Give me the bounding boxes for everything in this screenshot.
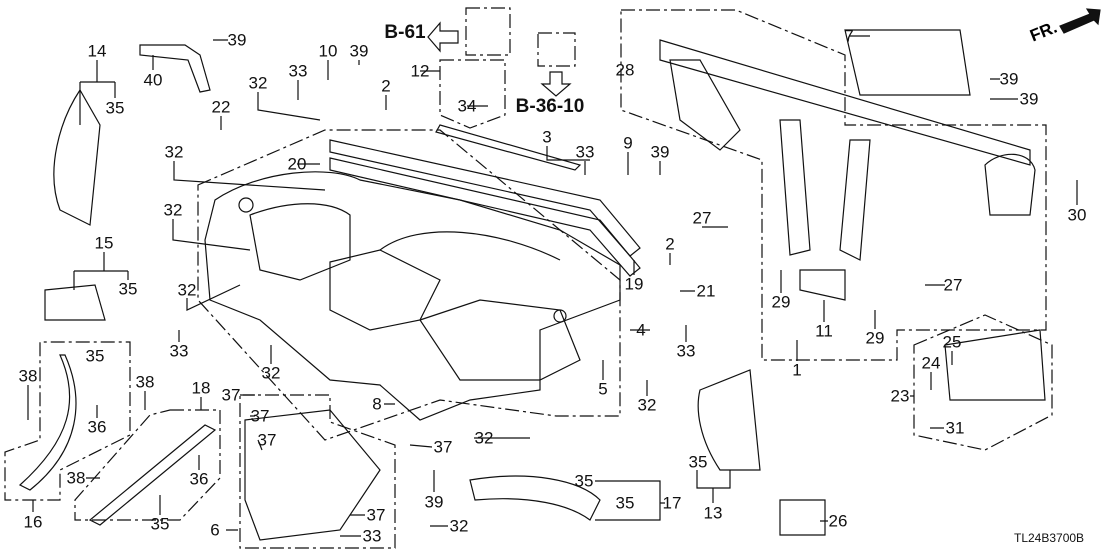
part-callout-2[interactable]: 2 [665,234,675,254]
part-callout-39[interactable]: 39 [349,41,369,61]
part-callout-19[interactable]: 19 [624,274,644,294]
front-arrow-icon [1059,8,1101,34]
part-callout-28[interactable]: 28 [615,60,635,80]
part-callout-33[interactable]: 33 [288,61,308,81]
part-callout-33[interactable]: 33 [362,526,382,546]
part-callout-37[interactable]: 37 [433,437,453,457]
part-callout-10[interactable]: 10 [318,41,338,61]
drawing-code: TL24B3700B [1014,531,1085,545]
part-callout-1[interactable]: 1 [792,360,802,380]
part-callout-18[interactable]: 18 [191,378,211,398]
part-callout-37[interactable]: 37 [250,406,270,426]
part-callout-22[interactable]: 22 [211,97,231,117]
part-callout-37[interactable]: 37 [366,505,386,525]
part-callout-12[interactable]: 12 [410,61,430,81]
part-callout-33[interactable]: 33 [575,142,595,162]
part-callout-39[interactable]: 39 [227,30,247,50]
part-callout-6[interactable]: 6 [210,520,220,540]
part-callout-3[interactable]: 3 [542,127,552,147]
part-callout-39[interactable]: 39 [1019,89,1039,109]
part-callout-32[interactable]: 32 [449,516,469,536]
part-callout-39[interactable]: 39 [424,492,444,512]
part-callout-25[interactable]: 25 [942,332,962,352]
part-callout-16[interactable]: 16 [23,512,43,532]
part-callout-40[interactable]: 40 [143,70,163,90]
part-callout-33[interactable]: 33 [169,341,189,361]
part-callout-27[interactable]: 27 [692,208,712,228]
part-callout-38[interactable]: 38 [66,468,86,488]
part-callout-32[interactable]: 32 [248,73,268,93]
leader-lines [27,35,1078,537]
part-callout-30[interactable]: 30 [1067,205,1087,225]
part-callout-32[interactable]: 32 [164,142,184,162]
part-callout-31[interactable]: 31 [945,418,965,438]
part-callout-36[interactable]: 36 [87,417,107,437]
part-callout-35[interactable]: 35 [574,471,594,491]
part-callout-32[interactable]: 32 [177,280,197,300]
part-callout-32[interactable]: 32 [261,363,281,383]
part-callout-32[interactable]: 32 [474,428,494,448]
steering-hanger-beam [659,29,1036,301]
part-callout-11[interactable]: 11 [815,321,833,341]
part-callout-32[interactable]: 32 [163,200,183,220]
part-callout-38[interactable]: 38 [18,366,38,386]
part-callout-36[interactable]: 36 [189,469,209,489]
part-callout-35[interactable]: 35 [118,279,138,299]
part-callout-14[interactable]: 14 [87,41,107,61]
part-callout-17[interactable]: 17 [662,493,682,513]
part-callout-38[interactable]: 38 [135,372,155,392]
part-callout-39[interactable]: 39 [999,69,1019,89]
part-callout-35[interactable]: 35 [150,514,170,534]
part-callout-5[interactable]: 5 [598,379,608,399]
part-callout-23[interactable]: 23 [890,386,910,406]
arrow-down-icon [540,71,572,97]
part-callout-4[interactable]: 4 [636,320,646,340]
part-callout-35[interactable]: 35 [85,346,105,366]
part-callout-37[interactable]: 37 [221,385,241,405]
dash-strips [329,124,641,277]
part-callout-2[interactable]: 2 [381,76,391,96]
part-callout-33[interactable]: 33 [676,341,696,361]
part-callout-20[interactable]: 20 [287,154,307,174]
part-callout-29[interactable]: 29 [865,328,885,348]
part-callout-35[interactable]: 35 [688,452,708,472]
part-callout-15[interactable]: 15 [94,233,114,253]
part-callout-37[interactable]: 37 [257,430,277,450]
part-callout-8[interactable]: 8 [372,394,382,414]
part-callout-21[interactable]: 21 [696,281,716,301]
side-trims [18,44,1046,541]
part-callout-9[interactable]: 9 [623,133,633,153]
part-callout-29[interactable]: 29 [771,292,791,312]
part-callout-27[interactable]: 27 [943,275,963,295]
part-callout-32[interactable]: 32 [637,395,657,415]
part-callout-7[interactable]: 7 [844,26,854,46]
arrow-left-icon [427,21,459,53]
part-callout-35[interactable]: 35 [105,98,125,118]
part-callout-26[interactable]: 26 [828,511,848,531]
reference-b61[interactable]: B-61 [384,22,426,43]
part-callout-35[interactable]: 35 [615,493,635,513]
part-callout-24[interactable]: 24 [921,353,941,373]
instrument-panel-outline [204,171,621,421]
part-callout-39[interactable]: 39 [650,142,670,162]
part-callout-34[interactable]: 34 [457,96,477,116]
group-boxes [4,7,1053,549]
reference-b36-10[interactable]: B-36-10 [515,96,585,117]
part-callout-13[interactable]: 13 [703,503,723,523]
